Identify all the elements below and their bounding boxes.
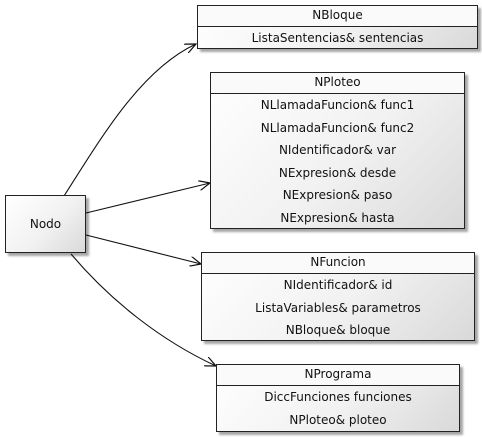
- class-nprograma: NPrograma DiccFunciones funciones NPlote…: [216, 364, 460, 432]
- class-field: NIdentificador& var: [278, 143, 397, 157]
- class-field: NIdentificador& id: [283, 278, 393, 292]
- edge-nodo-nfuncion: [85, 234, 201, 264]
- class-title: NPloteo: [211, 73, 464, 94]
- class-field: NExpresion& paso: [282, 188, 393, 202]
- class-field: NLlamadaFuncion& func1: [260, 98, 415, 112]
- class-fields: DiccFunciones funciones NPloteo& ploteo: [217, 386, 459, 431]
- edge-nodo-nprograma: [70, 253, 216, 366]
- class-fields: NIdentificador& id ListaVariables& param…: [202, 274, 474, 342]
- class-nploteo: NPloteo NLlamadaFuncion& func1 NLlamadaF…: [210, 72, 465, 229]
- class-fields: ListaSentencias& sentencias: [198, 27, 477, 50]
- root-node: Nodo: [5, 195, 86, 253]
- class-nfuncion: NFuncion NIdentificador& id ListaVariabl…: [201, 252, 475, 341]
- class-field: ListaVariables& parametros: [255, 300, 421, 315]
- root-node-label: Nodo: [29, 217, 62, 231]
- class-field: DiccFunciones funciones: [264, 390, 412, 404]
- class-nbloque: NBloque ListaSentencias& sentencias: [197, 5, 478, 49]
- class-title: NBloque: [198, 6, 477, 27]
- class-field: NExpresion& desde: [278, 165, 397, 180]
- class-field: NExpresion& hasta: [280, 210, 395, 225]
- edge-nodo-nploteo: [85, 183, 210, 214]
- class-field: NPloteo& ploteo: [289, 412, 387, 427]
- class-field: ListaSentencias& sentencias: [251, 31, 424, 45]
- edge-nodo-nbloque: [63, 44, 196, 197]
- class-fields: NLlamadaFuncion& func1 NLlamadaFuncion& …: [211, 94, 464, 229]
- class-field: NLlamadaFuncion& func2: [260, 120, 415, 135]
- class-field: NBloque& bloque: [285, 323, 391, 337]
- class-title: NPrograma: [217, 365, 459, 386]
- class-title: NFuncion: [202, 253, 474, 274]
